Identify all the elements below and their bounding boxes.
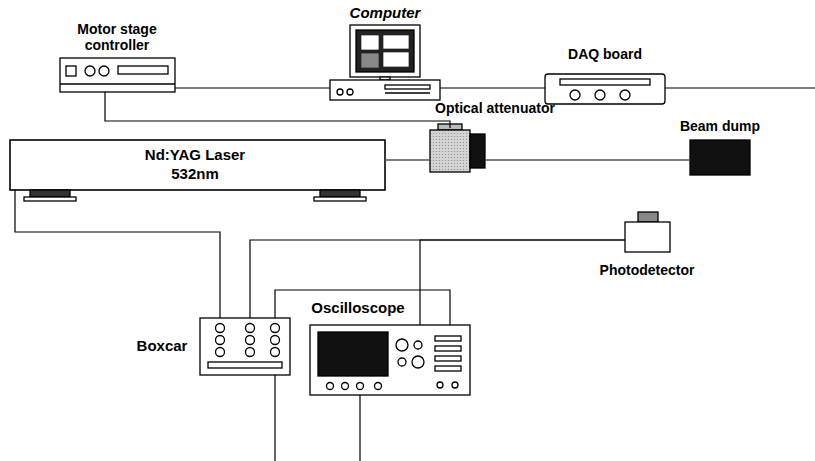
detector-body	[625, 222, 670, 252]
scope-box	[310, 325, 470, 395]
detector-head	[638, 212, 658, 222]
signal-cable	[175, 87, 330, 88]
signal-cable	[420, 240, 625, 325]
device-label: Motor stage controller	[62, 21, 172, 53]
signal-cable	[440, 87, 545, 88]
controller-box	[60, 58, 175, 92]
device-label: Optical attenuator	[435, 100, 555, 116]
laser: Nd:YAG Laser 532nm	[10, 140, 385, 190]
device-label: Nd:YAG Laser	[145, 147, 245, 163]
photodetector: Photodetector	[625, 222, 670, 252]
computer: Computer	[330, 25, 440, 100]
beam-dump-block	[690, 140, 750, 175]
signal-cable	[275, 290, 450, 325]
boxcar: Boxcar	[200, 318, 290, 375]
signal-cable	[15, 190, 220, 318]
optical-attenuator: Optical attenuator	[430, 128, 485, 175]
beam-dump: Beam dump	[690, 140, 750, 175]
oscilloscope: Oscilloscope	[310, 325, 470, 395]
loose-wires	[275, 88, 815, 461]
device-label: Beam dump	[680, 118, 760, 134]
device-label: Oscilloscope	[311, 300, 404, 316]
device-label: 532nm	[171, 166, 219, 182]
boxcar-box	[200, 318, 290, 375]
daq-box	[545, 74, 665, 104]
device-label: DAQ board	[568, 46, 642, 62]
computer-base	[330, 80, 440, 100]
attenuator-body	[430, 130, 470, 172]
device-label: Photodetector	[600, 262, 695, 278]
device-label: Boxcar	[137, 338, 188, 354]
laser-housing	[10, 140, 385, 190]
signal-cable	[250, 240, 625, 318]
signal-cable	[105, 92, 450, 128]
daq-board: DAQ board	[545, 74, 665, 104]
monitor	[350, 25, 420, 77]
laser-beam	[485, 159, 690, 161]
device-label: Computer	[350, 5, 421, 21]
motor-controller: Motor stage controller	[60, 58, 175, 92]
laser-beam	[385, 159, 430, 161]
